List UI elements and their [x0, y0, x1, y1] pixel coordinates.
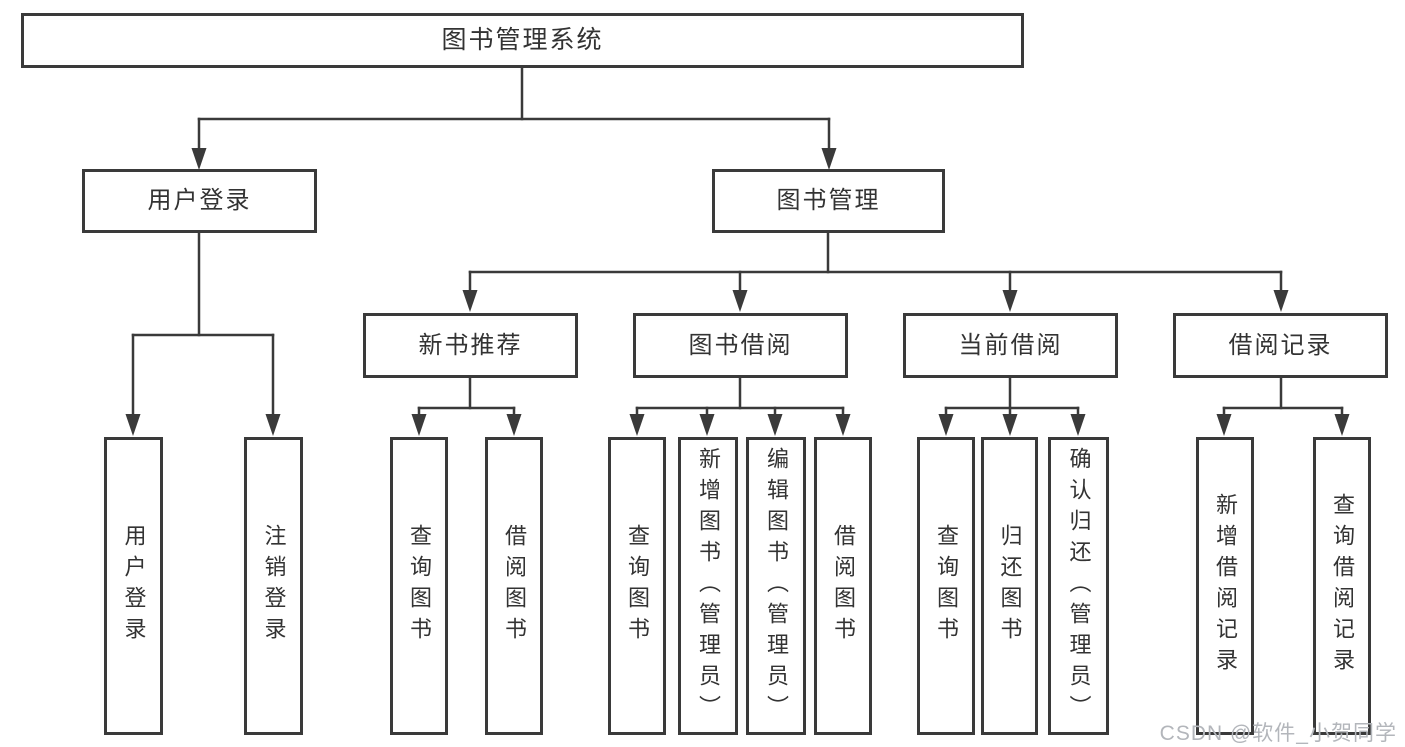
leaf-borrow-books-recommend: 借阅图书	[485, 437, 543, 735]
arrowhead-icon	[1070, 414, 1086, 436]
node-label: 编辑图书（管理员）	[764, 446, 789, 726]
arrowhead-icon	[732, 290, 748, 312]
node-label: 用户登录	[147, 187, 252, 214]
node-borrowing-records: 借阅记录	[1173, 313, 1388, 378]
arrowhead-icon	[1216, 414, 1232, 436]
node-label: 新增借阅记录	[1213, 493, 1238, 679]
node-new-book-recommend: 新书推荐	[363, 313, 578, 378]
arrowhead-icon	[699, 414, 715, 436]
arrowhead-icon	[1273, 290, 1289, 312]
arrowhead-icon	[411, 414, 427, 436]
node-user-login: 用户登录	[82, 169, 317, 233]
arrowhead-icon	[191, 148, 207, 170]
connector-book-management-children	[462, 231, 1289, 312]
node-current-borrowing: 当前借阅	[903, 313, 1118, 378]
node-label: 当前借阅	[958, 331, 1063, 359]
arrowhead-icon	[265, 414, 281, 436]
leaf-add-borrow-record: 新增借阅记录	[1196, 437, 1254, 735]
node-label: 归还图书	[997, 524, 1023, 648]
arrowhead-icon	[767, 414, 783, 436]
leaf-edit-book-admin: 编辑图书（管理员）	[746, 437, 806, 735]
arrowhead-icon	[629, 414, 645, 436]
arrowhead-icon	[938, 414, 954, 436]
node-label: 用户登录	[121, 524, 147, 648]
node-label: 图书借阅	[688, 331, 793, 359]
leaf-return-books: 归还图书	[981, 437, 1038, 735]
node-label: 查询图书	[934, 524, 959, 648]
node-label: 查询图书	[625, 524, 650, 648]
node-library-system: 图书管理系统	[21, 13, 1024, 68]
connector-current-borrowing-children	[938, 376, 1086, 436]
connector-user-login-children	[125, 231, 281, 436]
leaf-borrow-books: 借阅图书	[814, 437, 872, 735]
connector-borrowing-records-children	[1216, 376, 1350, 436]
leaf-user-login: 用户登录	[104, 437, 163, 735]
node-label: 确认归还（管理员）	[1066, 446, 1092, 726]
arrowhead-icon	[125, 414, 141, 436]
node-label: 图书管理系统	[441, 26, 604, 54]
arrowhead-icon	[1002, 414, 1018, 436]
leaf-logout: 注销登录	[244, 437, 303, 735]
arrowhead-icon	[821, 148, 837, 170]
connector-root-to-level2	[191, 66, 837, 170]
node-label: 查询图书	[407, 524, 432, 648]
leaf-query-books-current: 查询图书	[917, 437, 975, 735]
node-label: 查询借阅记录	[1330, 493, 1355, 679]
connector-book-borrowing-children	[629, 376, 851, 436]
csdn-watermark: CSDN @软件_小贺同学	[1159, 722, 1397, 745]
node-label: 注销登录	[261, 524, 287, 648]
node-label: 借阅图书	[502, 524, 527, 648]
leaf-confirm-return-admin: 确认归还（管理员）	[1048, 437, 1109, 735]
arrowhead-icon	[1002, 290, 1018, 312]
node-book-management: 图书管理	[712, 169, 945, 233]
node-label: 新增图书（管理员）	[696, 446, 721, 726]
leaf-query-books-recommend: 查询图书	[390, 437, 448, 735]
node-book-borrowing: 图书借阅	[633, 313, 848, 378]
leaf-add-book-admin: 新增图书（管理员）	[678, 437, 738, 735]
arrowhead-icon	[462, 290, 478, 312]
arrowhead-icon	[835, 414, 851, 436]
leaf-query-books-borrowing: 查询图书	[608, 437, 666, 735]
leaf-query-borrow-record: 查询借阅记录	[1313, 437, 1371, 735]
arrowhead-icon	[1334, 414, 1350, 436]
connector-new-book-recommend-children	[411, 376, 522, 436]
node-label: 新书推荐	[418, 331, 523, 359]
node-label: 借阅记录	[1228, 331, 1333, 359]
node-label: 图书管理	[776, 187, 881, 214]
node-label: 借阅图书	[831, 524, 856, 648]
arrowhead-icon	[506, 414, 522, 436]
